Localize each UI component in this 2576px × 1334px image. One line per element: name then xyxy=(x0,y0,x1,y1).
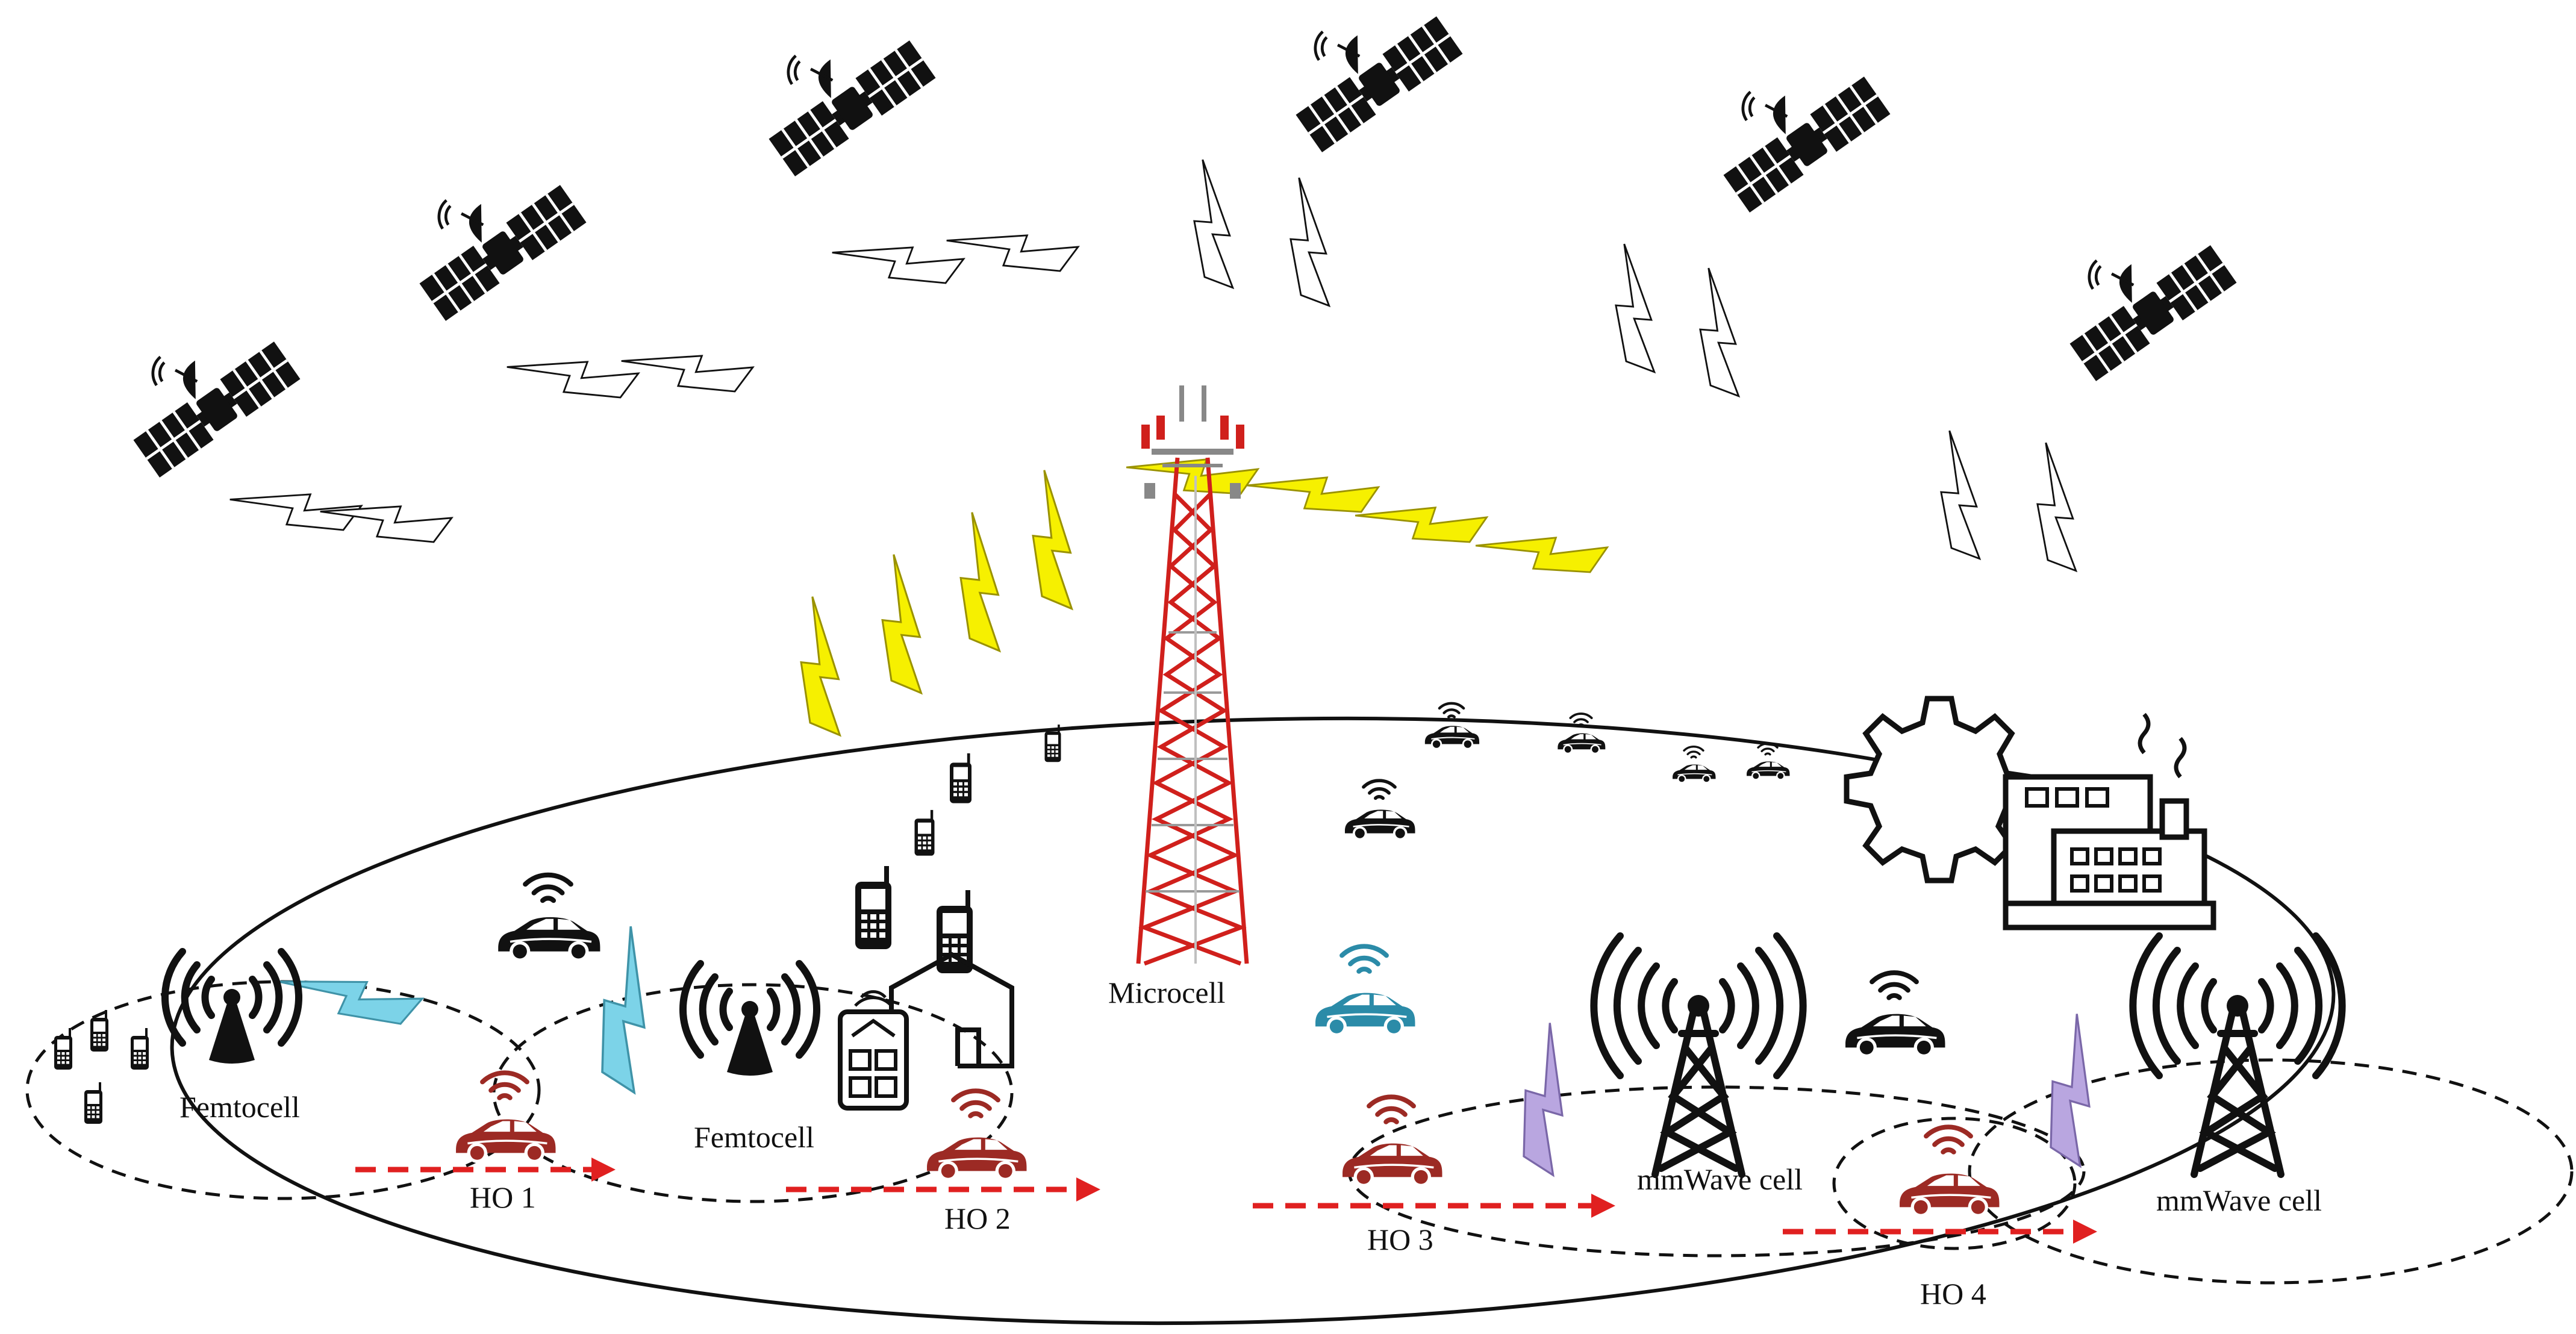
mmwave-right-coverage xyxy=(1968,1058,2574,1285)
mmwave-left-label: mmWave cell xyxy=(1637,1162,1803,1196)
mmwave-right-label: mmWave cell xyxy=(2156,1183,2322,1217)
handover-arrowheads xyxy=(591,1158,2097,1244)
ho4-label: HO 4 xyxy=(1920,1277,1986,1311)
mobile-phone-icon xyxy=(131,1028,149,1070)
mmwave-overlap-coverage xyxy=(1832,1117,2077,1250)
handover-arrows xyxy=(355,1167,2075,1235)
car-icon xyxy=(1672,746,1717,784)
mmwave-tower-icon xyxy=(1594,936,1803,1174)
microcell-coverage xyxy=(170,716,2336,1326)
mobile-phone-icon xyxy=(950,753,971,803)
femtocell-right-coverage xyxy=(492,983,1014,1203)
satellite-icon xyxy=(738,0,935,176)
femtocell-antenna-icon xyxy=(683,964,817,1076)
satellite-icon xyxy=(1693,34,1890,213)
mobile-phone-icon xyxy=(914,809,935,856)
microcell-label: Microcell xyxy=(1108,976,1225,1009)
smart-factory-icon xyxy=(1844,696,2216,930)
satellite-icon xyxy=(103,299,300,478)
ho1-label: HO 1 xyxy=(470,1180,536,1214)
car-icon xyxy=(1341,1097,1444,1188)
car-icon xyxy=(1314,946,1417,1038)
car-icon xyxy=(1344,781,1416,841)
mobile-phone-icon xyxy=(84,1082,102,1124)
car-icon xyxy=(1898,1127,2001,1218)
femtocell-right-label: Femtocell xyxy=(694,1120,814,1154)
smart-home-icon xyxy=(838,952,1014,1111)
car-icon xyxy=(1557,712,1606,755)
ho2-label: HO 2 xyxy=(944,1202,1011,1235)
car-icon xyxy=(1424,703,1480,750)
mobile-phone-icon xyxy=(855,866,891,949)
mmwave-links xyxy=(1492,1012,2138,1176)
satellite-icon xyxy=(2039,202,2236,381)
satellite-icon xyxy=(389,142,586,321)
car-icon xyxy=(1746,743,1791,781)
femtocell-left-label: Femtocell xyxy=(179,1090,300,1124)
satellite-icon xyxy=(1265,0,1462,152)
microcell-tower-icon xyxy=(1136,385,1249,966)
car-icon xyxy=(1844,973,1947,1059)
car-icon xyxy=(455,1073,557,1164)
femtocell-antenna-icon xyxy=(165,952,299,1064)
femtocell-links xyxy=(276,925,697,1094)
car-icon xyxy=(497,875,602,963)
ho3-label: HO 3 xyxy=(1367,1223,1433,1256)
